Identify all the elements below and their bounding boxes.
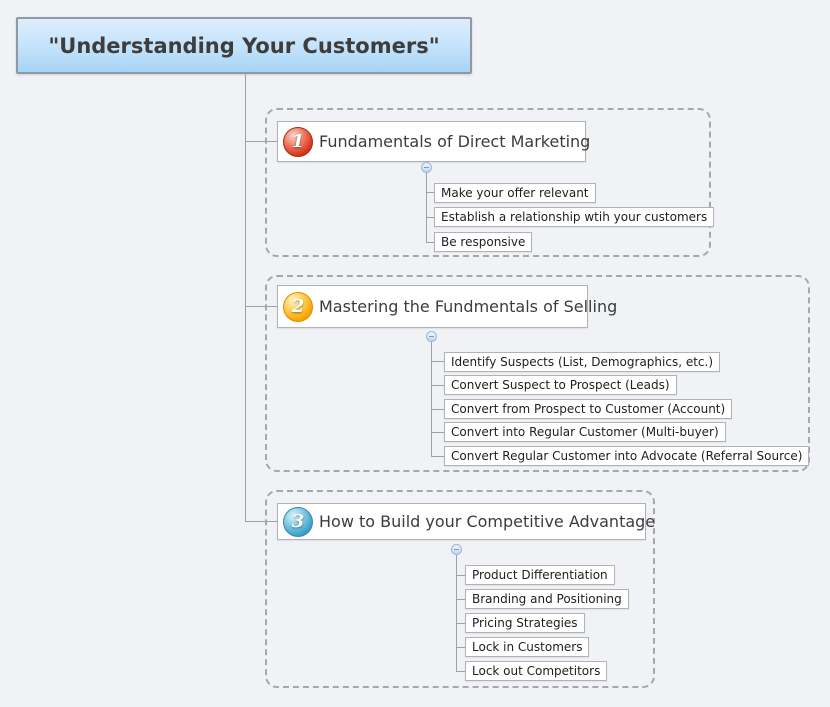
main-topic-3[interactable]: 3 How to Build your Competitive Advantag… [277,503,655,540]
subtopic[interactable]: Convert from Prospect to Customer (Accou… [444,399,733,419]
subtopic-connector-line [426,217,434,218]
subtopic[interactable]: Establish a relationship wtih your custo… [434,207,715,227]
subtopic-connector-line [426,192,434,193]
subtopic-connector-line [431,409,444,410]
subtopic-connector-line [431,361,444,362]
subtopic[interactable]: Identify Suspects (List, Demographics, e… [444,352,721,372]
minus-icon [429,336,434,337]
branch-1-boundary [265,108,711,257]
branch-3-boundary [265,490,655,688]
subtopic[interactable]: Branding and Positioning [465,589,629,609]
subtopic[interactable]: Convert Suspect to Prospect (Leads) [444,375,677,395]
subtopic-connector-line [456,599,465,600]
subtopic[interactable]: Pricing Strategies [465,613,585,633]
connector-branch-3 [245,521,277,522]
subtopic[interactable]: Be responsive [434,232,533,252]
minus-icon [454,549,459,550]
connector-branch-1 [245,141,277,142]
collapse-icon[interactable] [451,544,462,555]
main-topic-1-label: Fundamentals of Direct Marketing [319,132,591,151]
connector-trunk [245,74,246,521]
subtopic[interactable]: Convert into Regular Customer (Multi-buy… [444,422,726,442]
subtopic-connector-line [456,671,465,672]
main-topic-3-label: How to Build your Competitive Advantage [319,512,656,531]
collapse-icon[interactable] [421,162,432,173]
main-topic-2[interactable]: 2 Mastering the Fundmentals of Selling [277,285,617,328]
subtopic[interactable]: Lock out Competitors [465,661,608,681]
main-topic-1[interactable]: 1 Fundamentals of Direct Marketing [277,121,590,162]
subtopic-connector-line [431,456,444,457]
subtopic[interactable]: Convert Regular Customer into Advocate (… [444,446,810,466]
subtopic-connector-line [456,647,465,648]
minus-icon [424,167,429,168]
branch-2-boundary [265,275,810,472]
subtopic[interactable]: Make your offer relevant [434,183,596,203]
collapse-icon[interactable] [426,331,437,342]
priority-1-icon: 1 [283,126,313,157]
subtopic[interactable]: Lock in Customers [465,637,590,657]
subtopic-connector-line [426,242,434,243]
subtopic[interactable]: Product Differentiation [465,565,615,585]
priority-2-icon: 2 [283,291,313,322]
main-topic-2-label: Mastering the Fundmentals of Selling [319,297,618,316]
subtopic-connector-line [456,554,457,671]
subtopic-connector-line [431,432,444,433]
subtopic-connector-line [431,341,432,456]
subtopic-connector-line [426,172,427,242]
connector-branch-2 [245,306,277,307]
central-topic[interactable]: "Understanding Your Customers" [16,17,472,74]
subtopic-connector-line [456,575,465,576]
subtopic-connector-line [456,623,465,624]
priority-3-icon: 3 [283,506,313,537]
subtopic-connector-line [431,385,444,386]
